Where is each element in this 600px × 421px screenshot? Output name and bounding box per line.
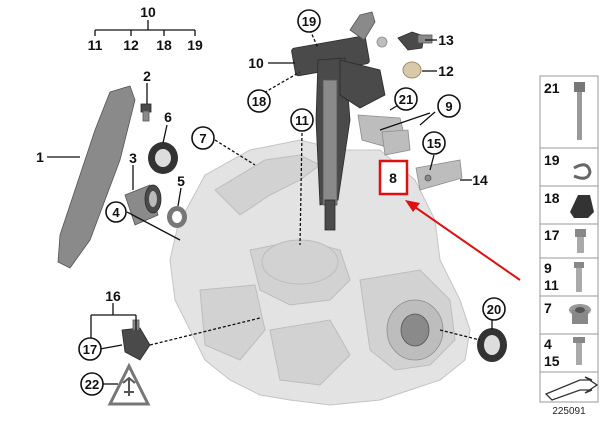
seal-ring-part-6 <box>148 142 178 174</box>
highlight-box <box>378 159 409 196</box>
highlight-arrow-head <box>405 200 420 212</box>
callout-19-circle <box>297 9 321 33</box>
callout-11-circle <box>290 108 314 132</box>
sidebar-label-9: 9 <box>544 260 552 276</box>
sidebar-label-15: 15 <box>544 353 560 369</box>
callout-21: 21 <box>399 92 413 107</box>
sidebar-label-11: 11 <box>544 277 559 293</box>
arrow-icon <box>544 376 599 401</box>
callout-14: 14 <box>472 172 488 188</box>
clip-icon <box>573 163 592 180</box>
seal-ring-part-5 <box>167 206 187 228</box>
callout-2: 2 <box>143 68 151 84</box>
callout-13: 13 <box>438 32 454 48</box>
sidebar-label-19: 19 <box>544 152 560 168</box>
seal-ring-part-20 <box>477 328 507 362</box>
gearshift-assembly <box>291 11 388 231</box>
highlighted-part-8: 8 <box>378 159 521 281</box>
callout-1: 1 <box>36 149 44 165</box>
callout-11-group: 11 <box>88 37 103 53</box>
sidebar-label-7: 7 <box>544 300 552 316</box>
callout-22: 22 <box>85 377 99 392</box>
callout-7: 7 <box>199 131 206 146</box>
callout-17-circle <box>78 337 102 361</box>
guide-sleeve-part-3 <box>124 184 162 226</box>
callout-20: 20 <box>487 302 501 317</box>
callout-18-group: 18 <box>156 37 172 53</box>
callout-5: 5 <box>177 173 185 189</box>
sidebar-cell-21 <box>539 75 599 149</box>
callout-10: 10 <box>248 55 264 71</box>
sidebar-cell-9-11 <box>539 257 599 297</box>
callout-11: 11 <box>295 113 309 128</box>
plug-icon <box>569 304 591 324</box>
parts-sidebar: 21 19 18 17 9 11 7 <box>539 75 599 417</box>
callout-16: 16 <box>105 288 121 304</box>
callout-3: 3 <box>129 150 137 166</box>
callout-20-circle <box>482 297 506 321</box>
release-lever-part <box>57 85 136 269</box>
callout-7-circle <box>191 126 215 150</box>
callout-18: 18 <box>252 94 266 109</box>
sidebar-cell-7 <box>539 295 599 335</box>
socket-bolt-icon <box>575 229 586 253</box>
bolt-part-2 <box>140 103 152 122</box>
bolt-icon <box>574 262 584 292</box>
sidebar-cell-17 <box>539 223 599 259</box>
callout-labels: 10 11 12 18 19 1 2 3 5 6 10 13 12 14 16 … <box>36 4 506 396</box>
bracket-part-14 <box>415 159 463 191</box>
callout-22-circle <box>80 372 104 396</box>
sidebar-label-21: 21 <box>544 80 560 96</box>
callout-6: 6 <box>164 109 172 125</box>
callout-4: 4 <box>112 205 120 220</box>
warning-triangle-icon <box>107 362 151 406</box>
bushing-part-12 <box>402 61 422 79</box>
image-number: 225091 <box>552 406 586 417</box>
highlight-arrow-line <box>411 204 521 281</box>
sidebar-label-17: 17 <box>544 227 560 243</box>
callout-10-group: 10 <box>140 4 156 20</box>
callout-21-circle <box>394 87 418 111</box>
callout-18-circle <box>247 89 271 113</box>
callout-9: 9 <box>445 99 452 114</box>
callout-4-circle <box>105 201 127 223</box>
callout-19: 19 <box>302 14 316 29</box>
rubber-mount-icon <box>570 195 594 218</box>
long-bolt-icon <box>574 82 585 140</box>
bracket-part-9 <box>381 129 411 156</box>
sensor-part-13 <box>397 31 433 51</box>
sidebar-cell-4-15 <box>539 333 599 373</box>
callout-15-circle <box>422 131 446 155</box>
flange-bolt-icon <box>573 337 585 365</box>
sidebar-label-4: 4 <box>544 336 552 352</box>
callout-12-group: 12 <box>123 37 139 53</box>
callout-8: 8 <box>389 170 397 186</box>
callout-15: 15 <box>427 136 441 151</box>
sidebar-label-18: 18 <box>544 190 560 206</box>
callout-9-circle <box>437 94 461 118</box>
callout-17: 17 <box>83 342 97 357</box>
callout-12: 12 <box>438 63 454 79</box>
transmission-housing <box>169 139 471 406</box>
callout-19-group: 19 <box>187 37 203 53</box>
leader-lines <box>47 20 493 385</box>
